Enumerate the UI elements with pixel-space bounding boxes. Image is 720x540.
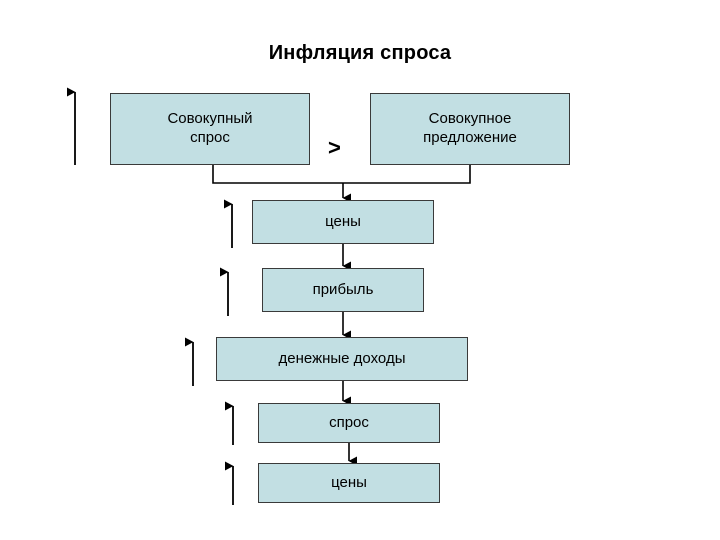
page-title: Инфляция спроса [268,42,452,64]
box-money-income: денежные доходы [216,337,468,381]
box-demand: спрос [258,403,440,443]
box-aggregate-supply: Совокупное предложение [370,93,570,165]
box-aggregate-demand: Совокупный спрос [110,93,310,165]
box-profit: прибыль [262,268,424,312]
box-prices-1: цены [252,200,434,244]
greater-than-symbol: > [328,135,341,160]
box-prices-2: цены [258,463,440,503]
